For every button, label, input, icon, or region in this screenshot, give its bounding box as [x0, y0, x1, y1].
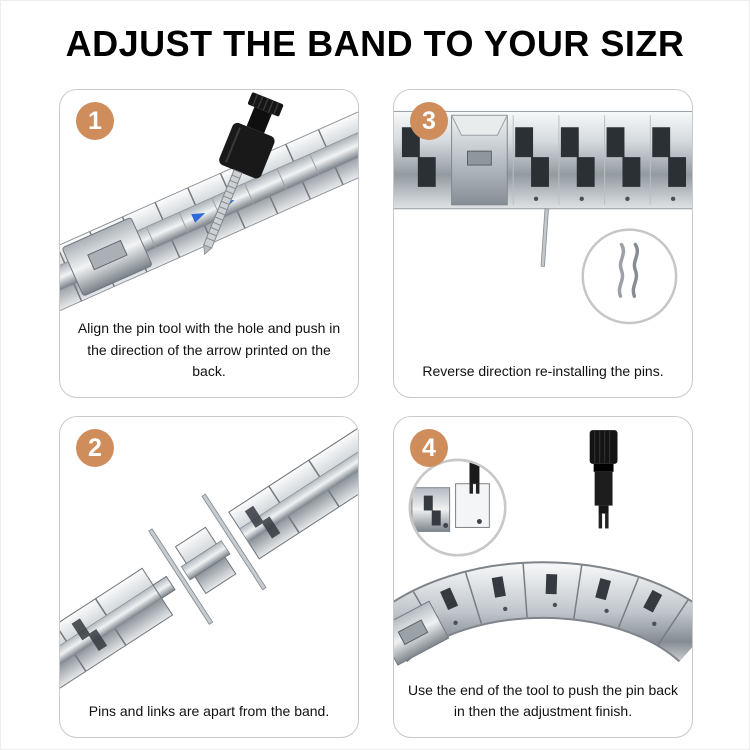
- watch-band: [60, 106, 358, 316]
- curved-band: [394, 561, 692, 666]
- step-panel-4: 4: [393, 416, 693, 738]
- clasp: [450, 114, 509, 206]
- screw-holes: [533, 196, 676, 202]
- pin-removal-tool: [203, 92, 284, 256]
- link-pattern: [440, 573, 663, 613]
- step-caption: Align the pin tool with the hole and pus…: [77, 319, 341, 380]
- step-caption: Pins and links are apart from the band.: [88, 703, 330, 720]
- link-pattern: [401, 127, 687, 187]
- screw-holes: [453, 602, 657, 626]
- step-caption: Use the end of the tool to push the pin …: [407, 681, 679, 720]
- link-pin: [148, 528, 214, 625]
- link-pin: [540, 208, 549, 267]
- step4-illustration: [394, 417, 692, 678]
- step-number-badge: 1: [76, 102, 114, 140]
- step3-photo: [394, 110, 692, 325]
- step-panel-2: 2: [59, 416, 359, 738]
- step3-illustration: [394, 90, 692, 359]
- step2-photo: [60, 424, 358, 696]
- step-panel-1: 1: [59, 89, 359, 398]
- step-number-badge: 2: [76, 429, 114, 467]
- step4-photo: [394, 430, 692, 666]
- link-pin: [201, 493, 267, 591]
- step1-photo: [60, 92, 358, 316]
- clasp: [394, 600, 450, 666]
- step-number-badge: 3: [410, 102, 448, 140]
- separated-links: [60, 424, 358, 696]
- step-panel-3: 3: [393, 89, 693, 398]
- step1-illustration: [60, 90, 358, 316]
- magnifier-circle: [581, 228, 678, 325]
- steps-grid: 1: [59, 89, 693, 738]
- step-caption: Reverse direction re-installing the pins…: [422, 363, 664, 380]
- page-title: ADJUST THE BAND TO YOUR SIZR: [65, 23, 685, 64]
- push-tool: [589, 430, 618, 529]
- step-number-badge: 4: [410, 429, 448, 467]
- magnifier-circle: [408, 458, 507, 557]
- step2-illustration: [60, 417, 358, 699]
